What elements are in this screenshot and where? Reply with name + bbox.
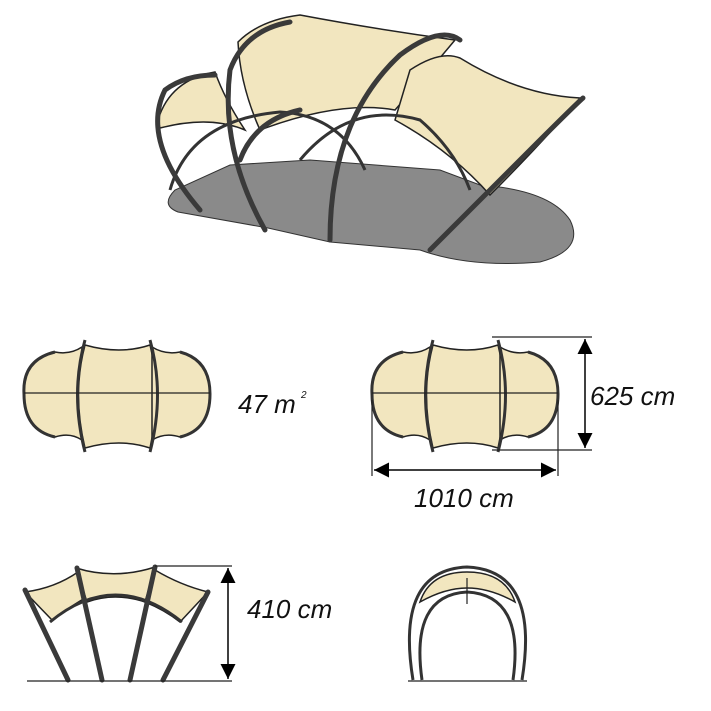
plan-view-dimensions: 625 cm 1010 cm [370, 336, 675, 513]
frame-pole [327, 32, 463, 243]
plan-frame-arc [424, 339, 435, 453]
front-outer-arch [407, 565, 527, 681]
plan-frame-arc [496, 339, 507, 453]
side-panel-middle [74, 565, 157, 603]
width-label: 625 cm [590, 381, 675, 411]
front-elevation [407, 565, 527, 682]
plan-frame-arc [22, 350, 56, 439]
plan-frame-arc [76, 339, 87, 453]
area-superscript: 2 [300, 390, 307, 401]
frame-pole [427, 95, 586, 253]
frame-pole [237, 107, 303, 163]
perspective-view [155, 14, 586, 264]
plan-view-area: 47 m 2 [22, 339, 307, 453]
frame-pole [225, 19, 293, 233]
frame-pole [155, 72, 218, 213]
frame-pole [74, 565, 105, 683]
side-inner-arch [49, 593, 183, 624]
front-inner-arch [418, 590, 517, 681]
frame-pole [127, 564, 158, 683]
plan-lobe-middle [425, 344, 505, 449]
plan-lobe-middle [77, 344, 157, 449]
length-label: 1010 cm [414, 483, 514, 513]
plan-frame-arc [179, 350, 212, 439]
plan-frame-arc [370, 350, 404, 439]
ground-shadow [167, 159, 575, 264]
inner-arch-right [298, 113, 472, 191]
side-elevation: 410 cm [22, 564, 332, 683]
plan-frame-arc [527, 350, 560, 439]
plan-frame-arc [148, 339, 159, 453]
height-label: 410 cm [247, 594, 332, 624]
frame-pole [160, 589, 211, 683]
frame-pole [22, 587, 71, 683]
area-label: 47 m [238, 389, 296, 419]
